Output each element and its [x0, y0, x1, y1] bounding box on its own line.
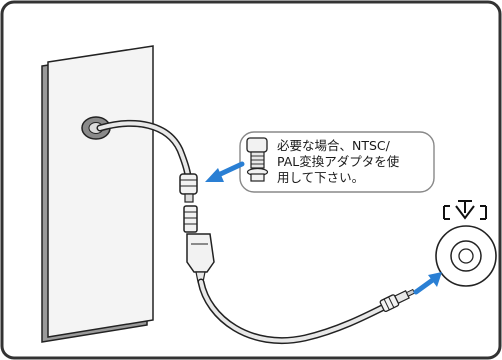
- tv-antenna-port-icon: [443, 200, 487, 220]
- adapter-callout: [239, 131, 435, 193]
- adapter-callout-text: 必要な場合、NTSC/ PAL変換アダプタを使 用して下さい。: [277, 138, 437, 186]
- antenna-cable-upper: [96, 119, 192, 180]
- ntsc-pal-adapter-icon: [246, 137, 269, 182]
- cable-connector-female: [179, 173, 198, 203]
- wall-plate: [41, 45, 154, 343]
- callout-line-3: 用して下さい。: [277, 170, 365, 185]
- callout-line-2: PAL変換アダプタを使: [277, 154, 400, 169]
- arrow-to-connector: [205, 161, 245, 182]
- threaded-connector: [183, 205, 198, 233]
- cable-end-plug: [379, 288, 416, 313]
- arrow-to-tv-port: [413, 272, 442, 295]
- cable-plug-body: [186, 233, 215, 283]
- callout-line-1: 必要な場合、NTSC/: [277, 138, 390, 153]
- tv-antenna-port: [435, 225, 497, 287]
- antenna-cable-lower: [197, 278, 398, 345]
